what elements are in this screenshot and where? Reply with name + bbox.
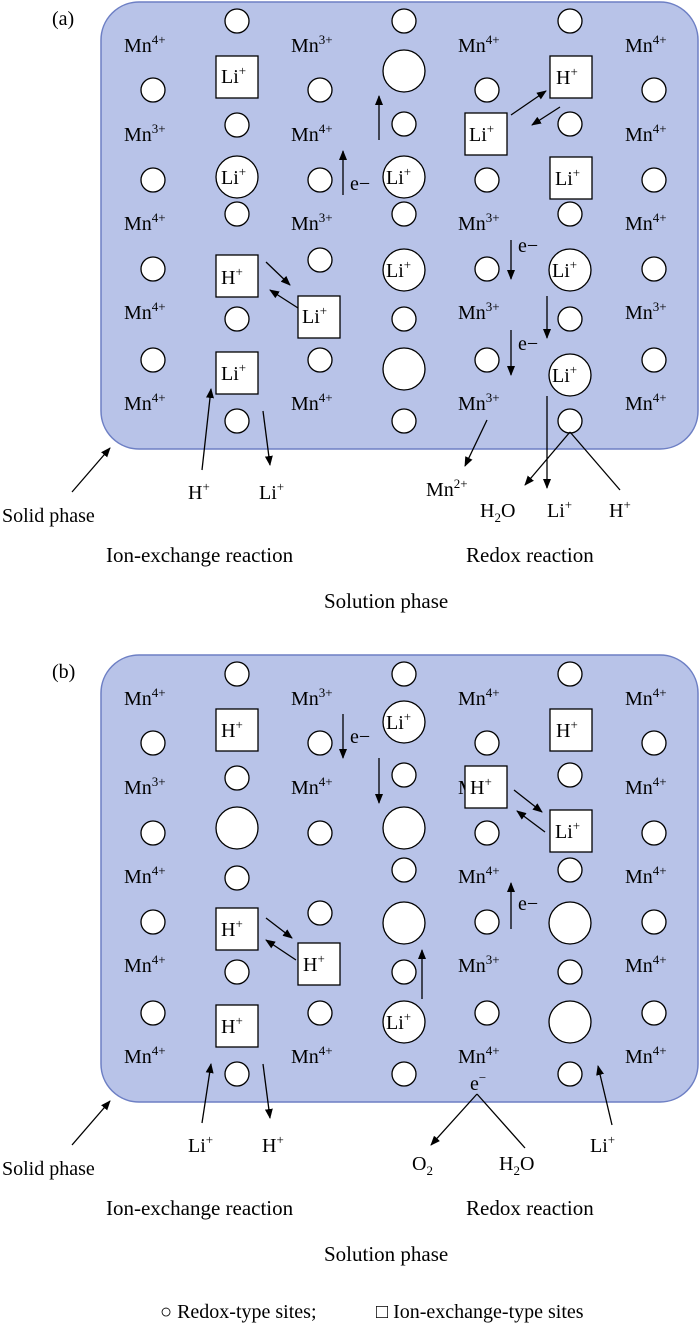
mn-column-2-b: Mn3+ Mn4+ Mn4+: [291, 685, 333, 1068]
svg-text:Mn4+: Mn4+: [124, 210, 166, 235]
exchange-arrows-right-a: [510, 90, 561, 339]
electron-transfer-b-right: e−: [507, 882, 538, 929]
redox-sites-column-6: [557, 8, 583, 434]
redox-sites-column-2: [224, 8, 250, 434]
svg-text:Mn4+: Mn4+: [291, 390, 333, 415]
redox-sites-column-1: [140, 77, 166, 373]
li-product-a: Li+: [547, 497, 572, 522]
exchange-site-li-a: Li+: [297, 295, 341, 339]
svg-text:Li+: Li+: [302, 303, 327, 328]
exchange-site-li-a-right: Li+: [464, 112, 508, 156]
exchange-site-h-b-right: H+: [464, 765, 508, 809]
svg-text:e−: e−: [350, 173, 370, 195]
li-reactant-b: Li+: [590, 1132, 615, 1157]
electron-transfer-a-right: e− e−: [507, 235, 538, 376]
legend-ion-exchange-sites: □ Ion-exchange-type sites: [376, 1301, 584, 1323]
redox-title-a: Redox reaction: [466, 543, 594, 567]
solid-phase-pointer-a: [71, 447, 111, 493]
solution-phase-label-b: Solution phase: [324, 1242, 448, 1266]
ion-exchange-sites-column-2: Li+ Li+ H+ Li+: [215, 55, 259, 395]
ion-exchange-sites-column-6-b: H+ Li+: [548, 708, 593, 1044]
solution-phase-label-a: Solution phase: [324, 589, 448, 613]
redox-sites-column-2-b: [224, 661, 250, 1087]
svg-text:e−: e−: [350, 726, 370, 748]
redox-arrows-b: [430, 1065, 613, 1149]
h2o-product-a: H2O: [480, 500, 515, 525]
redox-sites-column-5-b: [474, 730, 500, 1026]
redox-sites-column-6-b: [557, 661, 583, 1087]
large-sites-column-4: Li+ Li+: [382, 49, 426, 391]
redox-sites-column-5: [474, 77, 500, 373]
redox-sites-column-7: [641, 77, 667, 373]
li-migration-arrows-b: [375, 758, 426, 999]
ion-exchange-arrows-a: [201, 388, 273, 471]
panel-label-b: (b): [52, 661, 75, 683]
svg-text:Mn3+: Mn3+: [291, 32, 333, 57]
svg-text:e−: e−: [518, 333, 538, 355]
o2-product-b: O2: [412, 1153, 433, 1178]
panel-b: (b) Mn4+ Mn3+ Mn4+ Mn4+ Mn4+ H+: [2, 654, 699, 1266]
legend-redox-sites: ○ Redox-type sites;: [160, 1301, 317, 1323]
exchange-site-h-b: H+: [297, 942, 341, 986]
ion-in-b: Li+: [188, 1132, 213, 1157]
mn-column-3: Mn4+ Mn3+ Mn3+ Mn3+: [458, 32, 500, 415]
ion-out-b: H+: [262, 1132, 284, 1157]
exchange-arrows-left-a: [265, 261, 299, 309]
redox-sites-column-3: [307, 77, 333, 373]
svg-text:Mn4+: Mn4+: [458, 1043, 500, 1068]
mn-column-4: Mn4+ Mn4+ Mn4+ Mn3+ Mn4+: [625, 32, 667, 415]
electron-transfer-b-left: e−: [339, 714, 370, 759]
ion-exchange-sites-column-6: H+ Li+ Li+ Li+: [548, 55, 593, 397]
h2o-reactant-b: H2O: [499, 1153, 534, 1178]
svg-text:Mn4+: Mn4+: [625, 121, 667, 146]
redox-sites-column-4-b: [391, 661, 417, 1087]
svg-text:e−: e−: [518, 893, 538, 915]
svg-text:Mn3+: Mn3+: [458, 390, 500, 415]
ion-exchange-sites-column-2-b: H+ H+ H+: [215, 708, 259, 1048]
ion-exchange-title-a: Ion-exchange reaction: [106, 543, 294, 567]
solid-phase-label-b: Solid phase: [2, 1158, 95, 1180]
electron-transfer-a-mid: e−: [339, 150, 370, 195]
svg-text:Mn4+: Mn4+: [458, 863, 500, 888]
ion-exchange-title-b: Ion-exchange reaction: [106, 1196, 294, 1220]
mn2-product-a: Mn2+: [426, 476, 468, 501]
redox-sites-column-4: [391, 8, 417, 434]
ion-out-a: Li+: [259, 479, 284, 504]
redox-title-b: Redox reaction: [466, 1196, 594, 1220]
svg-text:e−: e−: [518, 235, 538, 257]
redox-sites-column-1-b: [140, 730, 166, 1026]
redox-sites-column-7-b: [641, 730, 667, 1026]
panel-label-a: (a): [52, 8, 74, 30]
exchange-arrows-right-b: [513, 789, 546, 833]
ion-exchange-arrows-b: [201, 1063, 273, 1124]
ion-in-a: H+: [188, 479, 210, 504]
redox-arrows-a: [464, 396, 621, 491]
panel-a: (a) Mn4+ Mn3+ Mn4+ Mn4+ Mn4+ Li+ L: [2, 1, 699, 613]
legend: ○ Redox-type sites; □ Ion-exchange-type …: [160, 1301, 584, 1323]
exchange-arrows-left-b: [265, 917, 297, 961]
large-sites-column-4-b: Li+ Li+: [382, 700, 426, 1044]
svg-text:Mn3+: Mn3+: [124, 121, 166, 146]
svg-text:Mn4+: Mn4+: [625, 390, 667, 415]
solid-phase-pointer-b: [71, 1100, 111, 1146]
svg-text:Mn3+: Mn3+: [458, 299, 500, 324]
svg-text:Mn4+: Mn4+: [291, 1043, 333, 1068]
h-reactant-a: H+: [609, 497, 631, 522]
redox-sites-column-3-b: [307, 730, 333, 1026]
solid-phase-label-a: Solid phase: [2, 505, 95, 527]
